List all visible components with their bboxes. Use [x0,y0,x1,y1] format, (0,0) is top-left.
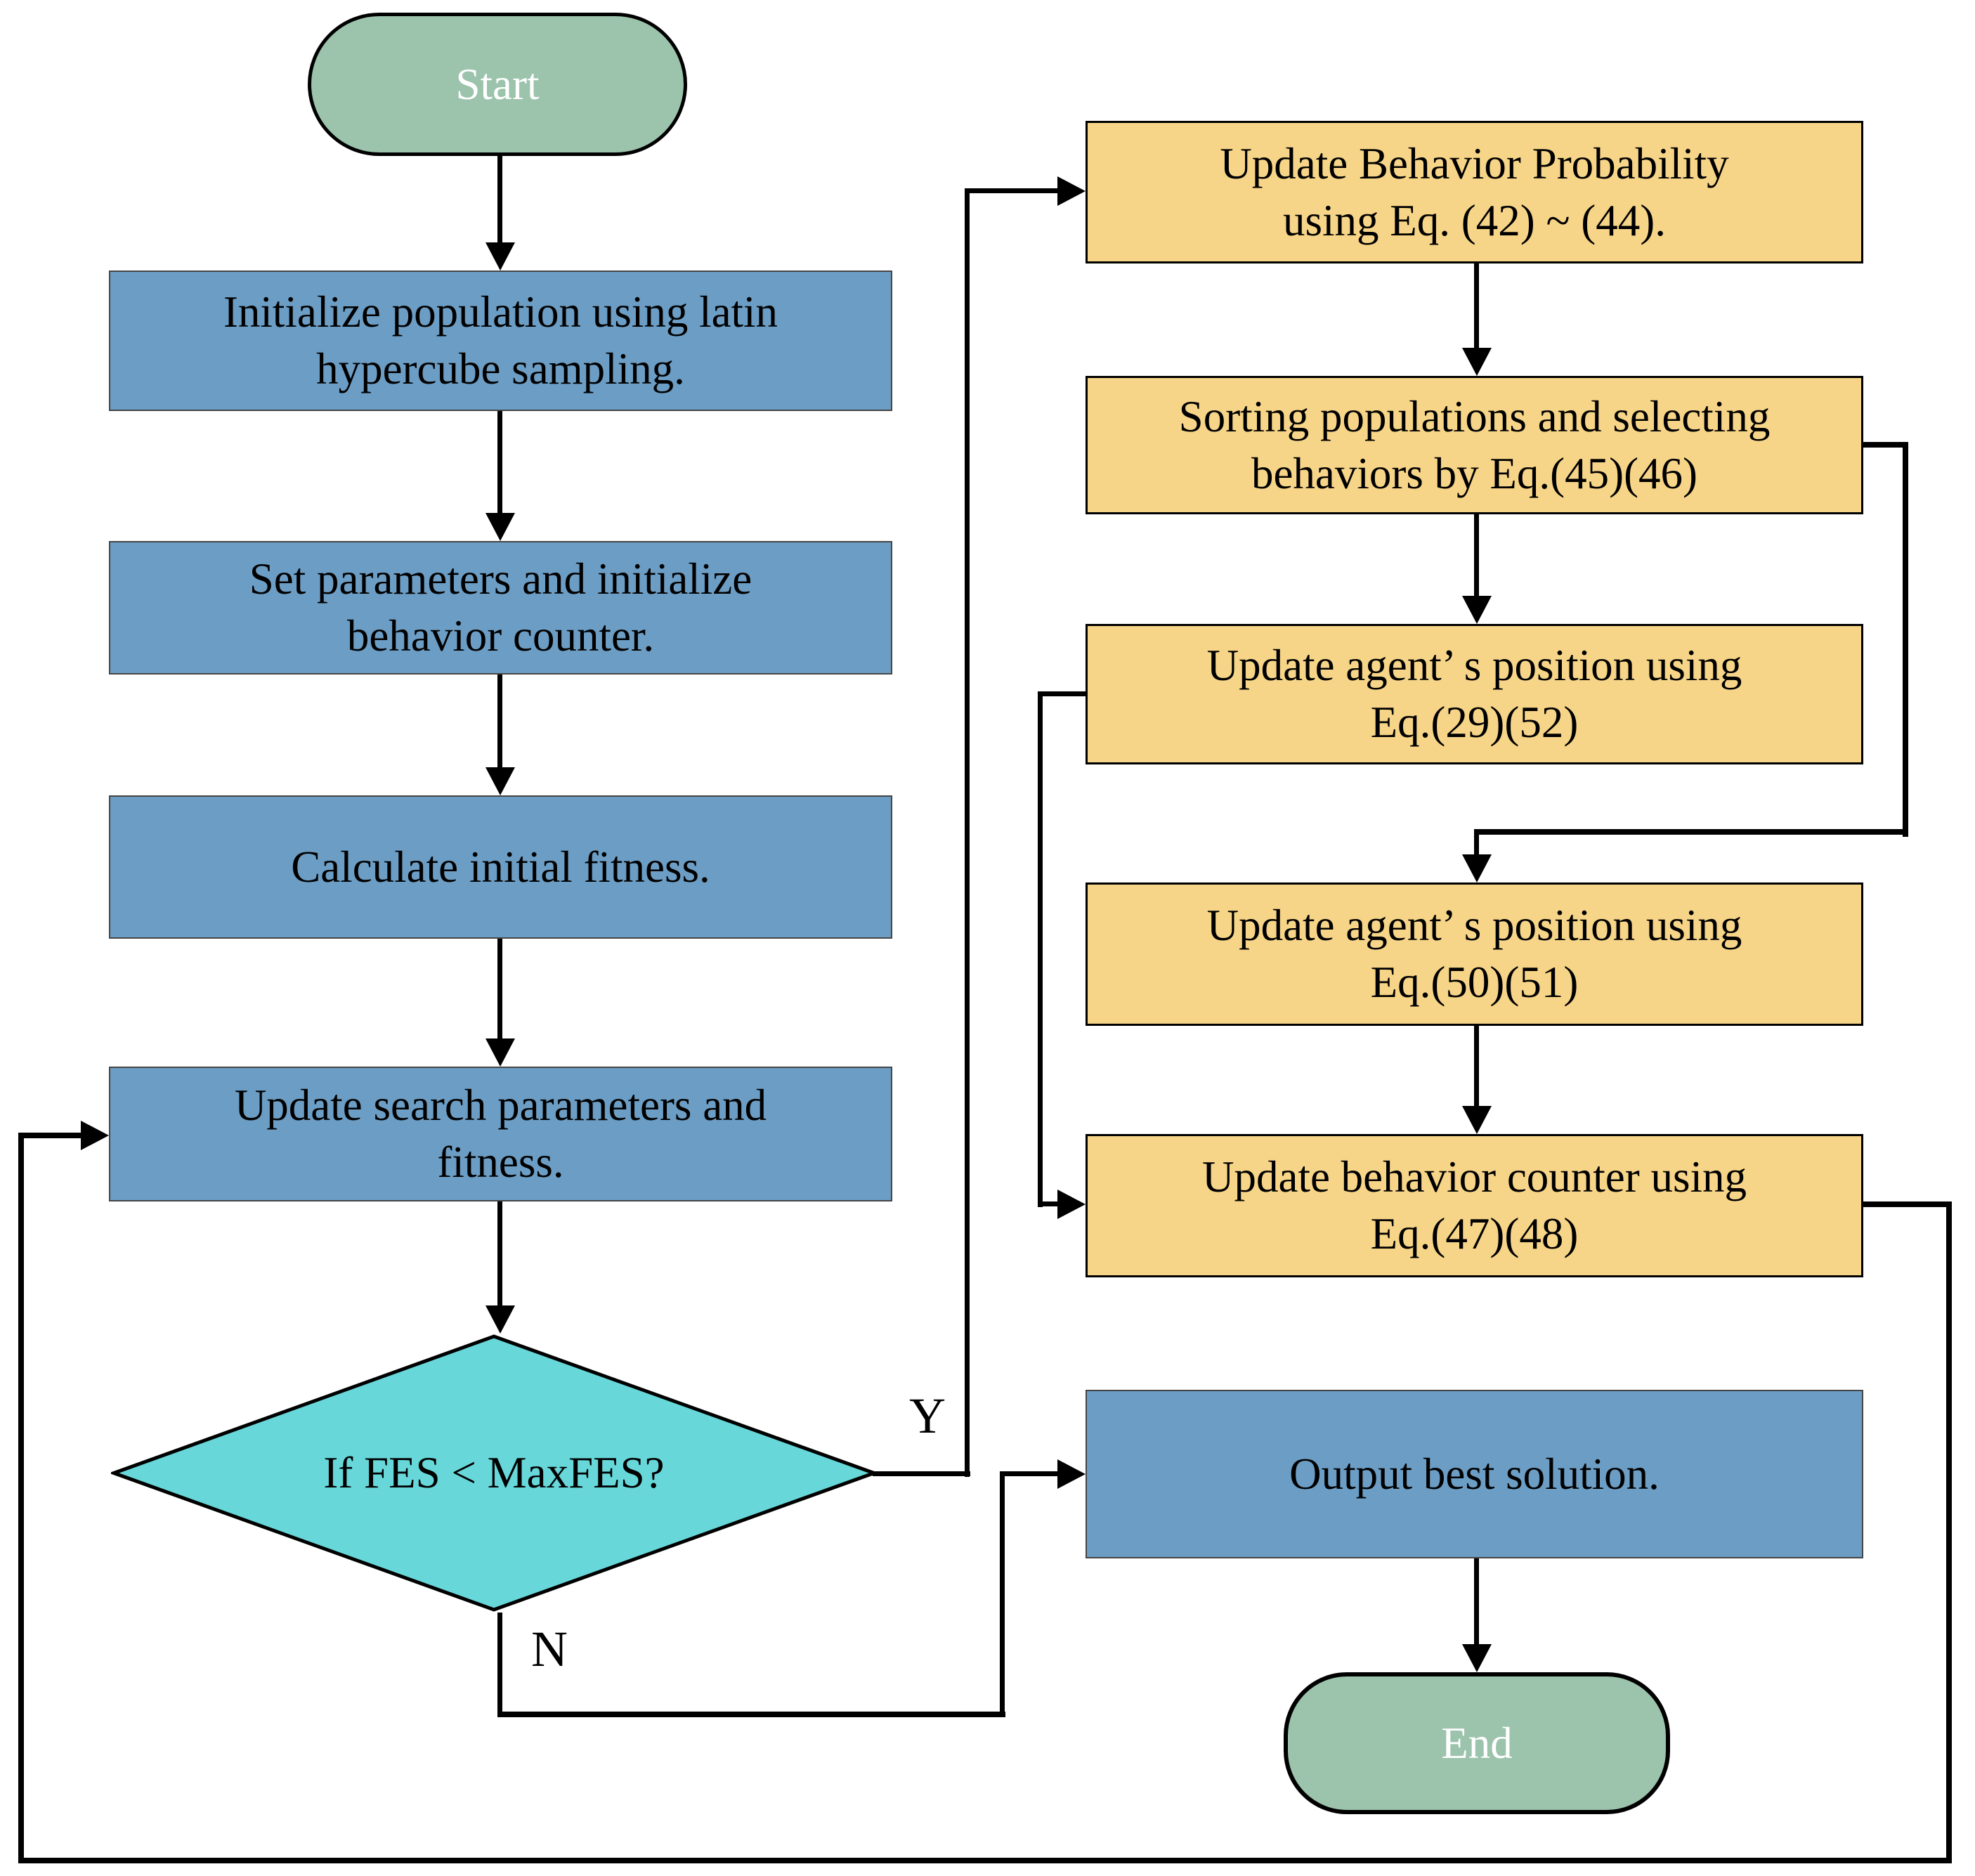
arrowhead-down-icon [485,767,515,795]
edge-sorting-pos5051-line [1863,442,1908,448]
edge-pos2952-counter-line [1038,691,1043,1207]
edge-no-line [1000,1471,1059,1476]
edge-pos2952-counter-line [1038,1201,1059,1206]
arrowhead-down-icon [485,513,515,541]
arrowhead-right-icon [1057,1459,1086,1489]
edge-loop-line [18,1133,24,1861]
arrowhead-down-icon [485,1038,515,1067]
node-init-population: Initialize population using latin hyperc… [109,271,892,411]
edge-start-init-line [497,156,502,244]
node-update-position-5051: Update agent’ s position using Eq.(50)(5… [1086,882,1863,1026]
node-decision: If FES < MaxFES? [111,1334,877,1613]
edge-sorting-pos5051-line [1474,829,1479,856]
edge-sorting-pos5051-line [1903,442,1908,837]
edge-loop-line [18,1858,1952,1863]
edge-yes-line [965,188,1059,193]
edge-sorting-pos5051-line [1474,829,1908,835]
edge-pos2952-counter-line [1038,691,1086,696]
edge-no-line [497,1613,502,1717]
node-update-probability: Update Behavior Probability using Eq. (4… [1086,121,1863,263]
decision-diamond-shape [111,1334,877,1612]
edge-init-setparams-line [497,411,502,514]
edge-label-yes: Y [909,1388,946,1444]
arrowhead-right-icon [1057,1190,1086,1219]
arrowhead-down-icon [1462,348,1492,376]
edge-no-line [1000,1471,1005,1717]
edge-loop-line [18,1133,84,1138]
edge-yes-line [873,1471,970,1476]
node-sorting-selecting: Sorting populations and selecting behavi… [1086,376,1863,514]
edge-setparams-calcfitness-line [497,675,502,769]
edge-loop-line [1863,1201,1952,1207]
edge-updatesearch-decision-line [497,1201,502,1307]
node-start: Start [308,13,687,156]
edge-calcfitness-updatesearch-line [497,939,502,1040]
node-update-position-2952: Update agent’ s position using Eq.(29)(5… [1086,624,1863,764]
node-set-parameters: Set parameters and initialize behavior c… [109,541,892,675]
arrowhead-down-icon [1462,854,1492,882]
edge-prob-sorting-line [1474,263,1479,349]
edge-output-end-line [1474,1558,1479,1646]
edge-yes-line [965,188,970,1477]
arrowhead-down-icon [1462,1106,1492,1134]
node-end: End [1284,1672,1670,1814]
edge-pos5051-counter-line [1474,1026,1479,1107]
arrowhead-right-icon [1057,176,1086,206]
edge-label-no: N [531,1621,568,1677]
node-update-search: Update search parameters and fitness. [109,1067,892,1201]
edge-loop-line [1946,1201,1952,1863]
node-output-best: Output best solution. [1086,1390,1863,1558]
arrowhead-down-icon [485,1305,515,1334]
decision-label: If FES < MaxFES? [323,1448,665,1497]
arrowhead-down-icon [1462,596,1492,624]
arrowhead-right-icon [81,1121,109,1150]
node-calculate-fitness: Calculate initial fitness. [109,795,892,939]
edge-no-line [497,1712,1005,1717]
arrowhead-down-icon [485,242,515,271]
node-update-counter: Update behavior counter using Eq.(47)(48… [1086,1134,1863,1277]
arrowhead-down-icon [1462,1644,1492,1672]
edge-sorting-pos2952-line [1474,514,1479,597]
